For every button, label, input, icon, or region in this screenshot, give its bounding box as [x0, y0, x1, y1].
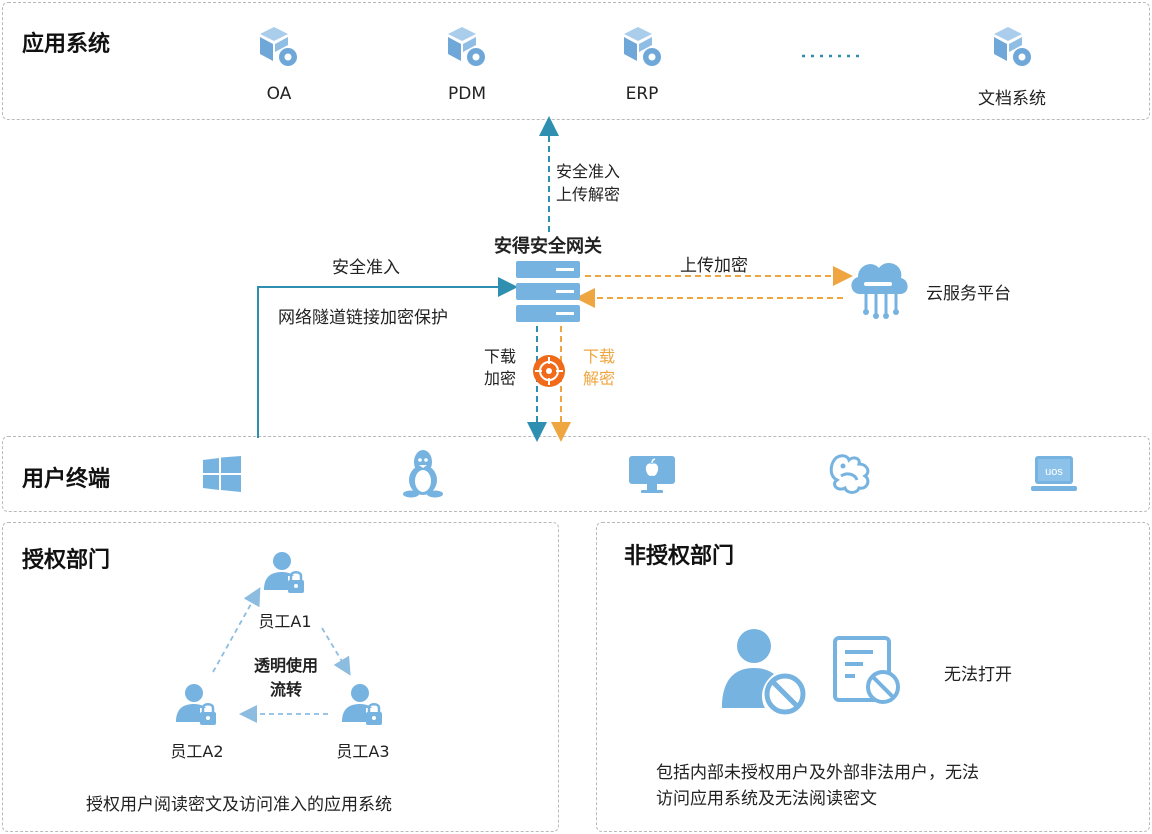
down-right-label-1: 下载 [583, 347, 616, 366]
pdm-app-icon[interactable] [444, 25, 488, 69]
cloud-service-icon[interactable] [846, 254, 912, 320]
authorized-title: 授权部门 [22, 548, 111, 573]
app-systems-title: 应用系统 [22, 32, 111, 57]
down-left-label-1: 下载 [484, 347, 517, 366]
cannot-open-label: 无法打开 [944, 665, 1012, 685]
kylin-dragon-icon[interactable] [827, 452, 875, 496]
up-label-decrypt: 上传解密 [556, 185, 621, 204]
unauthorized-dept-panel [596, 522, 1150, 832]
erp-app-icon[interactable] [620, 25, 664, 69]
up-label-access: 安全准入 [556, 162, 621, 181]
left-label-tunnel: 网络隧道链接加密保护 [278, 308, 448, 328]
authorized-dept-panel [2, 522, 559, 832]
unauthorized-caption-line1: 包括内部未授权用户及外部非法用户，无法 [656, 763, 979, 783]
cloud-label: 云服务平台 [926, 284, 1011, 304]
doc-system-label: 文档系统 [978, 89, 1046, 109]
mac-icon[interactable] [629, 456, 675, 494]
crypto-hub-icon [533, 355, 565, 387]
employee-a3-icon[interactable] [340, 682, 386, 728]
employee-a2-icon[interactable] [174, 682, 220, 728]
app-systems-panel [2, 2, 1150, 120]
windows-icon[interactable] [203, 456, 241, 492]
blocked-user-icon [722, 629, 806, 715]
pdm-label: PDM [447, 84, 486, 104]
uos-text: uos [1045, 466, 1063, 478]
employee-a1-icon[interactable] [262, 550, 308, 596]
circulation-label: 流转 [269, 680, 302, 699]
user-terminals-panel [2, 436, 1150, 512]
right-label-upload-encrypt: 上传加密 [680, 256, 748, 276]
oa-label: OA [266, 84, 292, 104]
unauthorized-title: 非授权部门 [624, 544, 735, 569]
gateway-title: 安得安全网关 [494, 236, 602, 257]
employee-a2-label: 员工A2 [170, 742, 224, 761]
erp-label: ERP [625, 84, 659, 104]
gateway-server-icon[interactable] [514, 258, 582, 326]
transparent-use-label: 透明使用 [253, 656, 318, 675]
uos-laptop-icon[interactable]: uos [1031, 456, 1077, 494]
oa-app-icon[interactable] [256, 25, 300, 69]
authorized-caption: 授权用户阅读密文及访问准入的应用系统 [86, 795, 392, 815]
left-label-access: 安全准入 [332, 258, 400, 278]
unauthorized-caption-line2: 访问应用系统及无法阅读密文 [656, 789, 877, 809]
employee-a1-label: 员工A1 [258, 612, 312, 631]
employee-a3-label: 员工A3 [336, 742, 390, 761]
user-terminals-title: 用户终端 [22, 467, 111, 492]
down-left-label-2: 加密 [484, 369, 517, 388]
linux-icon[interactable] [401, 448, 445, 498]
down-right-label-2: 解密 [583, 369, 616, 388]
doc-system-app-icon[interactable] [990, 25, 1034, 69]
blocked-document-icon [833, 636, 900, 704]
